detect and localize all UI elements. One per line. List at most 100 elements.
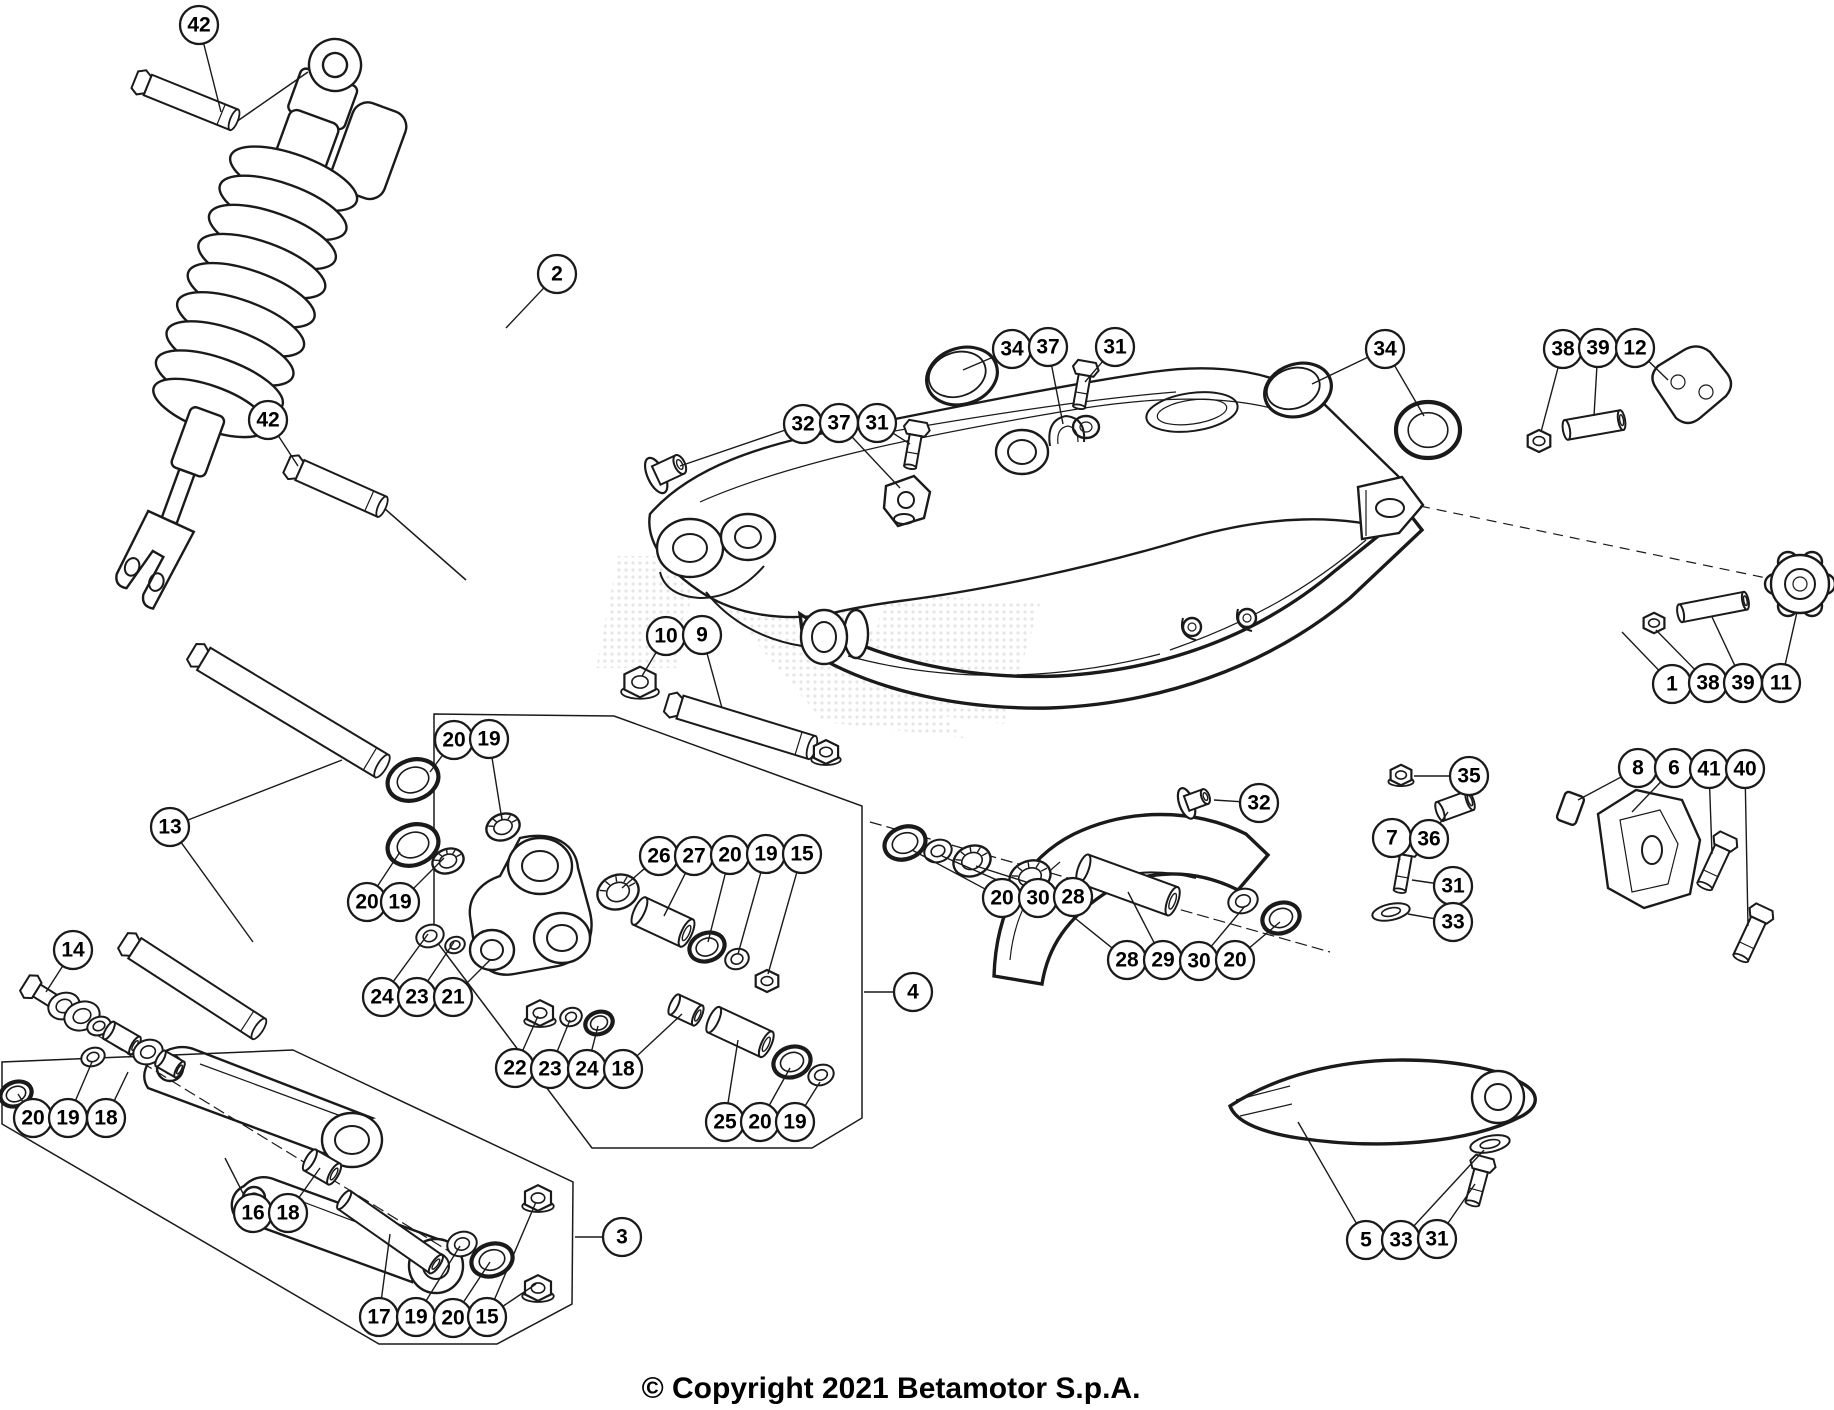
svg-text:4: 4 — [907, 981, 919, 1004]
svg-text:40: 40 — [1733, 758, 1756, 781]
leader-line — [727, 1039, 739, 1104]
svg-text:14: 14 — [61, 939, 85, 962]
svg-text:20: 20 — [1223, 949, 1246, 972]
leader-line — [1655, 629, 1696, 670]
balloon-8: 8 — [1617, 747, 1659, 789]
leader-line — [1311, 356, 1369, 385]
leader-line — [465, 959, 491, 985]
balloon-26: 26 — [638, 835, 680, 877]
leader-line — [1711, 616, 1736, 667]
balloon-31: 31 — [1094, 326, 1136, 368]
leader-line — [962, 355, 995, 371]
balloon-39: 39 — [1722, 662, 1764, 704]
svg-text:35: 35 — [1457, 765, 1481, 788]
balloon-11: 11 — [1760, 662, 1802, 704]
balloon-17: 17 — [358, 1296, 400, 1338]
balloon-42: 42 — [178, 4, 220, 46]
leader-line — [493, 1201, 537, 1300]
balloon-4: 4 — [892, 971, 934, 1013]
balloon-34: 34 — [991, 328, 1033, 370]
balloon-37: 37 — [1027, 326, 1069, 368]
leader-line — [376, 851, 401, 887]
svg-text:29: 29 — [1151, 949, 1174, 972]
balloon-32: 32 — [1238, 782, 1280, 824]
leader-line — [1213, 799, 1241, 803]
leader-line — [636, 1013, 683, 1057]
leader-line — [556, 1019, 571, 1052]
balloon-18: 18 — [267, 1192, 309, 1234]
svg-text:38: 38 — [1696, 672, 1720, 695]
balloon-18: 18 — [85, 1097, 127, 1139]
svg-text:19: 19 — [783, 1111, 806, 1134]
balloon-31: 31 — [1416, 1218, 1458, 1260]
leader-line — [505, 287, 545, 329]
svg-text:19: 19 — [477, 728, 500, 751]
balloon-31: 31 — [1432, 865, 1474, 907]
chain-guide-drawing — [1555, 788, 1702, 910]
balloon-19: 19 — [468, 718, 510, 760]
balloon-12: 12 — [1614, 327, 1656, 369]
svg-text:23: 23 — [538, 1058, 561, 1081]
balloon-20: 20 — [709, 834, 751, 876]
svg-text:19: 19 — [404, 1306, 427, 1329]
svg-text:25: 25 — [713, 1111, 737, 1134]
balloon-28: 28 — [1106, 939, 1148, 981]
balloon-29: 29 — [1142, 939, 1184, 981]
leader-line — [1540, 367, 1559, 433]
leader-line — [429, 754, 444, 773]
svg-text:6: 6 — [1668, 757, 1680, 780]
svg-text:31: 31 — [865, 412, 889, 435]
svg-text:34: 34 — [1373, 338, 1397, 361]
leader-line — [1249, 921, 1281, 949]
svg-text:18: 18 — [611, 1058, 635, 1081]
leader-line — [1593, 366, 1598, 417]
balloon-19: 19 — [774, 1101, 816, 1143]
balloon-1: 1 — [1651, 663, 1693, 705]
svg-text:20: 20 — [355, 891, 378, 914]
leader-line — [1407, 913, 1435, 920]
balloon-16: 16 — [232, 1192, 274, 1234]
svg-text:20: 20 — [748, 1111, 771, 1134]
svg-text:5: 5 — [1360, 1229, 1372, 1252]
leader-line — [1297, 1121, 1358, 1224]
leader-line — [187, 759, 343, 821]
svg-text:15: 15 — [790, 843, 814, 866]
leader-line — [892, 432, 911, 445]
leader-line — [621, 867, 646, 889]
svg-text:31: 31 — [1441, 875, 1465, 898]
svg-text:20: 20 — [718, 844, 741, 867]
balloon-40: 40 — [1724, 748, 1766, 790]
balloon-30: 30 — [1178, 940, 1220, 982]
balloon-14: 14 — [52, 929, 94, 971]
balloon-24: 24 — [566, 1048, 608, 1090]
leader-line — [224, 1157, 246, 1197]
leader-line — [1648, 360, 1669, 381]
svg-text:42: 42 — [256, 409, 279, 432]
balloon-13: 13 — [149, 806, 191, 848]
balloon-2: 2 — [536, 253, 578, 295]
leader-line — [298, 1167, 321, 1198]
leader-line — [1631, 781, 1662, 813]
leader-line — [427, 941, 455, 982]
leader-line — [113, 1071, 129, 1102]
leader-line — [737, 872, 762, 955]
leader-lines — [17, 43, 1798, 1307]
leader-line — [591, 1025, 599, 1051]
svg-text:12: 12 — [1623, 337, 1646, 360]
leader-line — [522, 1015, 539, 1051]
copyright-text: © Copyright 2021 Betamotor S.p.A. — [641, 1372, 1141, 1405]
svg-text:1: 1 — [1666, 673, 1678, 696]
svg-text:3: 3 — [616, 1226, 628, 1249]
balloon-23: 23 — [396, 976, 438, 1018]
leader-line — [1577, 776, 1622, 801]
svg-text:21: 21 — [441, 986, 465, 1009]
balloon-19: 19 — [745, 833, 787, 875]
rocker-arm-drawing — [468, 834, 593, 976]
balloon-38: 38 — [1687, 662, 1729, 704]
leader-line — [1621, 631, 1660, 671]
balloon-10: 10 — [645, 615, 687, 657]
leader-line — [1708, 787, 1713, 855]
svg-text:41: 41 — [1697, 758, 1721, 781]
